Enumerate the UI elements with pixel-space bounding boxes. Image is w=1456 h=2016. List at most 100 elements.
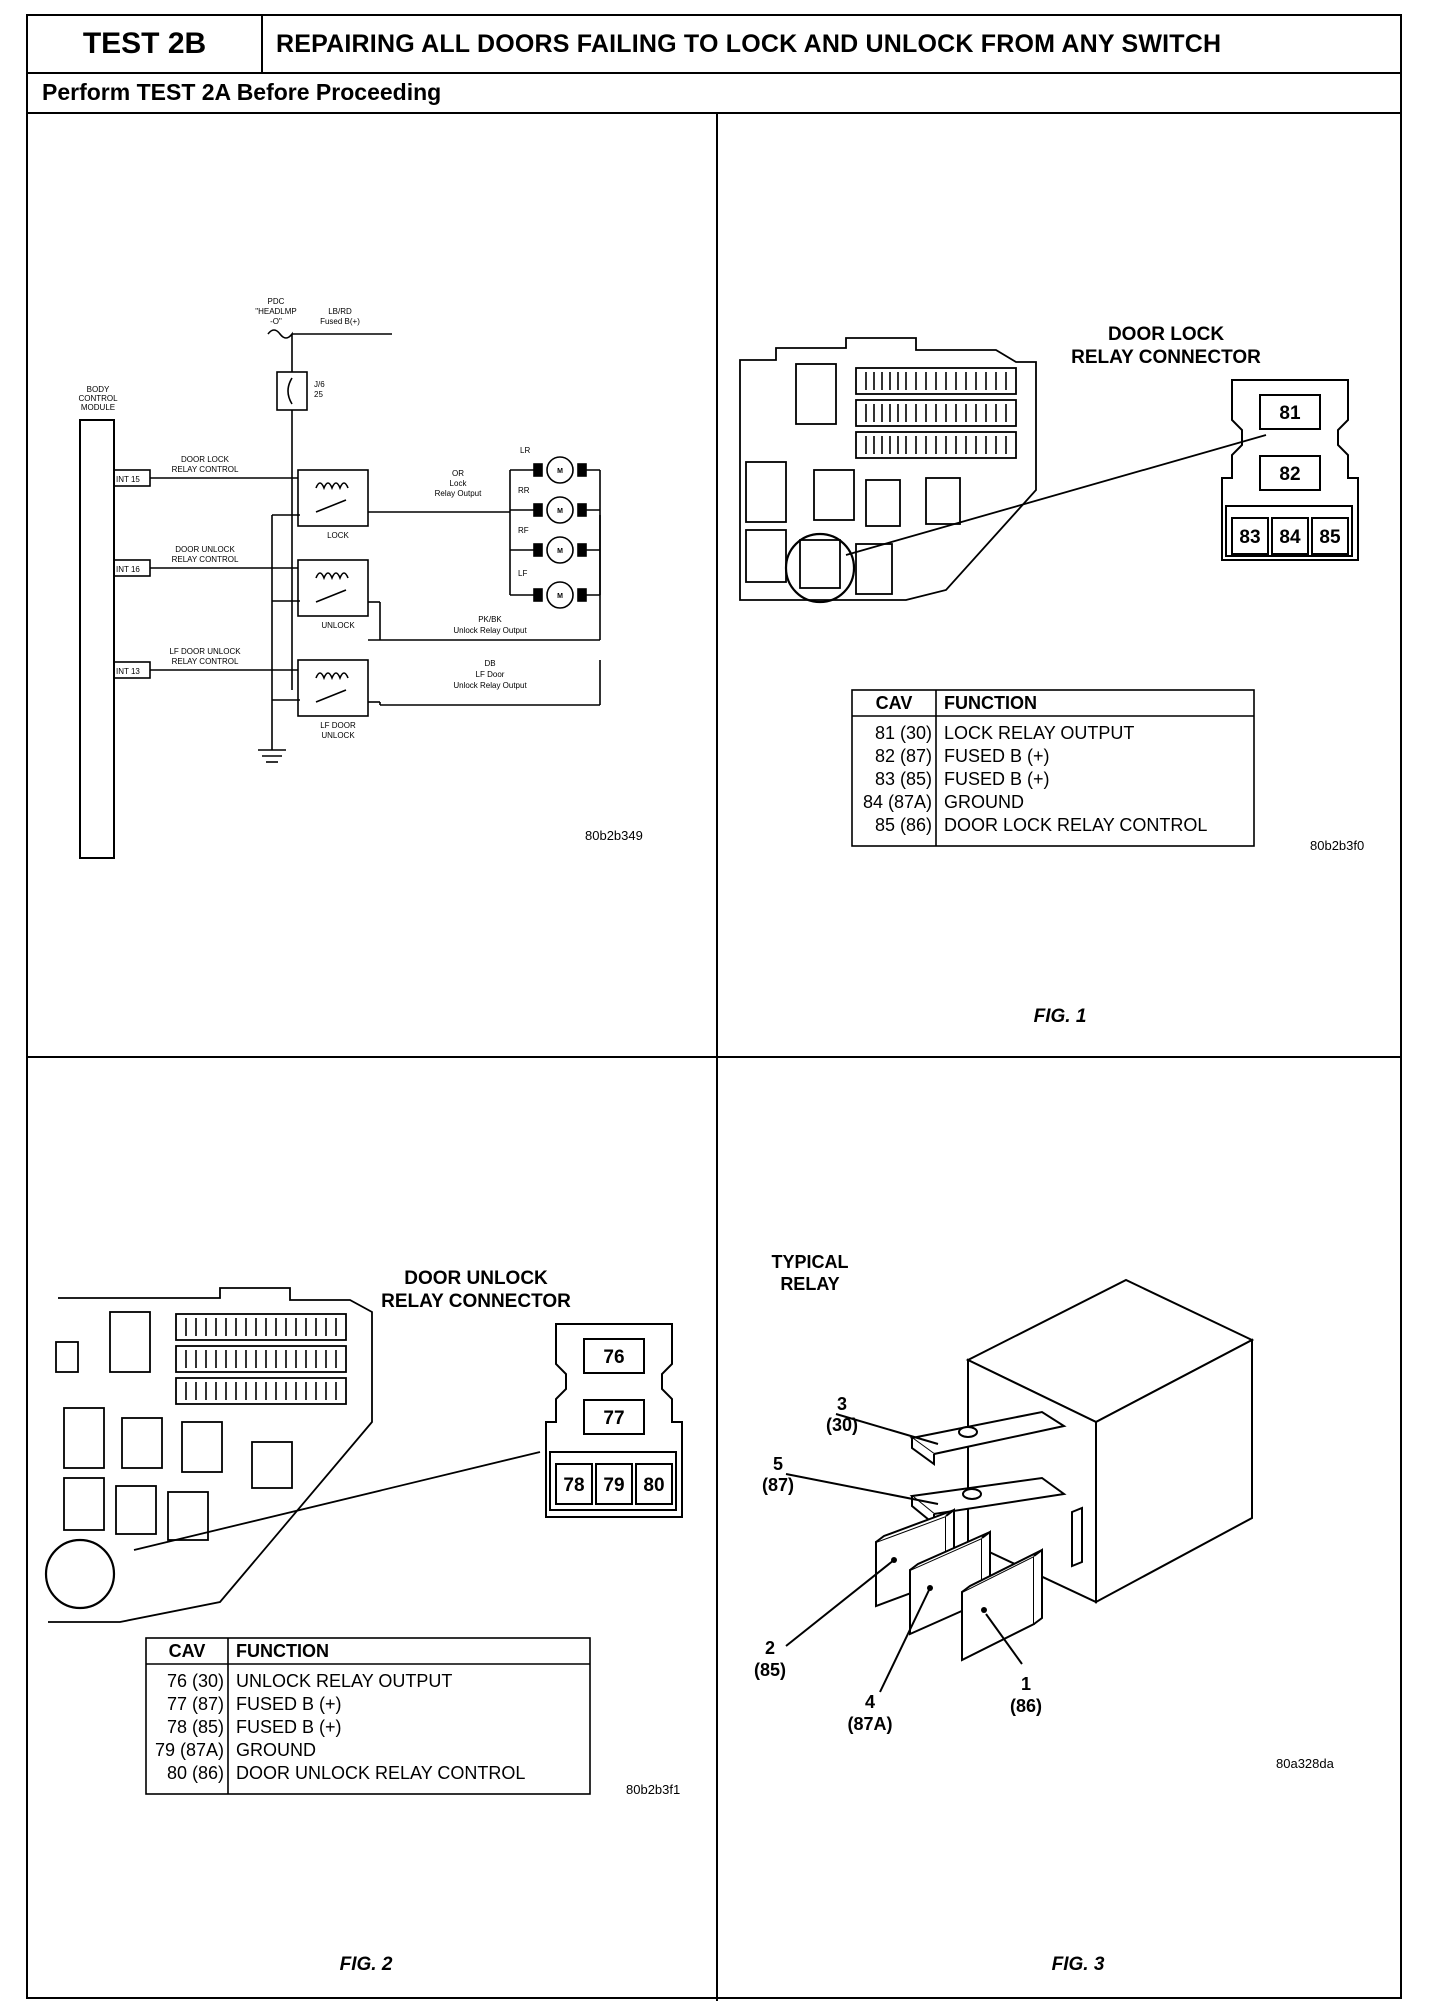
motor-symbol: M <box>557 593 563 600</box>
wire-label: LF Door <box>476 670 505 679</box>
bcm-label: MODULE <box>81 403 115 412</box>
subheader: Perform TEST 2A Before Proceeding <box>28 74 1400 114</box>
wire-label: Lock <box>450 479 468 488</box>
motor-symbol: M <box>557 468 563 475</box>
cav-cell: 79 (87A) <box>155 1740 224 1760</box>
cavity-function-table <box>145 1637 591 1795</box>
cavity-label: 77 <box>603 1408 624 1429</box>
cav-cell: 81 (30) <box>875 723 932 743</box>
bcm-label: BODY <box>87 385 110 394</box>
diagram-ref: 80a328da <box>1276 1756 1335 1771</box>
cavity-78 <box>555 1463 593 1505</box>
relay-title: RELAY <box>780 1274 839 1294</box>
cavity-function-table <box>851 689 1255 847</box>
wire-label: DB <box>484 659 495 668</box>
page-frame: TEST 2B REPAIRING ALL DOORS FAILING TO L… <box>26 14 1402 2001</box>
fig1-door-lock-connector: 81 82 83 84 85 DOOR LOCK RELAY CONNECTOR… <box>739 324 1364 1027</box>
cavity-79 <box>595 1463 633 1505</box>
cavity-label: 83 <box>1239 527 1260 548</box>
cavity-label: 76 <box>603 1347 624 1368</box>
function-cell: DOOR LOCK RELAY CONTROL <box>944 815 1207 835</box>
figure-caption: FIG. 1 <box>1034 1006 1087 1027</box>
cavity-76 <box>583 1338 645 1374</box>
lf-door-unlock-relay <box>297 659 369 717</box>
cav-cell: 76 (30) <box>167 1671 224 1691</box>
function-cell: GROUND <box>944 792 1024 812</box>
motor-rf <box>546 536 574 564</box>
cavity-label: 85 <box>1319 527 1341 548</box>
cavity-80 <box>635 1463 673 1505</box>
fuse-label: 25 <box>314 390 323 399</box>
function-cell: UNLOCK RELAY OUTPUT <box>236 1671 452 1691</box>
diagram-ref: 80b2b3f1 <box>626 1782 680 1797</box>
table-header-cav: CAV <box>876 693 913 713</box>
relay-illustration <box>875 1278 1255 1662</box>
table-header-function: FUNCTION <box>236 1641 329 1661</box>
relay-label: LOCK <box>327 531 349 540</box>
pdc-label: -O" <box>270 317 282 326</box>
motor-lf <box>546 581 574 609</box>
fig2-door-unlock-connector: 76 77 78 79 80 DOOR UNLOCK RELAY CONNECT… <box>44 1268 683 1975</box>
function-cell: FUSED B (+) <box>236 1717 342 1737</box>
motor-symbol: M <box>557 508 563 515</box>
terminal-label: 4 <box>865 1692 875 1712</box>
cavity-84 <box>1271 517 1309 555</box>
motor-label: RR <box>518 486 530 495</box>
cavity-label: 81 <box>1279 403 1301 424</box>
motor-label: RF <box>518 526 529 535</box>
fuse-label: J/6 <box>314 380 325 389</box>
function-cell: LOCK RELAY OUTPUT <box>944 723 1134 743</box>
terminal-label: (85) <box>754 1660 786 1680</box>
cavity-label: 79 <box>603 1475 624 1496</box>
wire-label: PK/BK <box>478 615 502 624</box>
cav-cell: 85 (86) <box>875 815 932 835</box>
diagram-ref: 80b2b349 <box>585 828 643 843</box>
control-label: DOOR LOCK <box>181 455 230 464</box>
cavity-label: 78 <box>563 1475 584 1496</box>
cavity-81 <box>1259 394 1321 430</box>
terminal-label: 3 <box>837 1394 847 1414</box>
motor-lr <box>546 456 574 484</box>
wire-label: OR <box>452 469 464 478</box>
terminal-label: 2 <box>765 1638 775 1658</box>
cavity-label: 84 <box>1279 527 1301 548</box>
fuse-block-illustration <box>44 1287 541 1623</box>
control-label: LF DOOR UNLOCK <box>169 647 241 656</box>
cavity-85 <box>1311 517 1349 555</box>
table-header-function: FUNCTION <box>944 693 1037 713</box>
pin-label: INT 15 <box>116 475 140 484</box>
cav-cell: 82 (87) <box>875 746 932 766</box>
cavity-82 <box>1259 455 1321 491</box>
cav-cell: 80 (86) <box>167 1763 224 1783</box>
function-cell: FUSED B (+) <box>944 769 1050 789</box>
lock-relay <box>297 469 369 527</box>
connector-title: RELAY CONNECTOR <box>381 1291 571 1312</box>
connector-outline <box>545 1323 683 1518</box>
pdc-label: PDC <box>268 297 285 306</box>
feed-wire-label: LB/RD <box>328 307 352 316</box>
terminal-label: (87A) <box>847 1714 892 1734</box>
relay-title: TYPICAL <box>771 1252 848 1272</box>
test-id: TEST 2B <box>28 16 263 72</box>
control-label: DOOR UNLOCK <box>175 545 235 554</box>
cavity-label: 82 <box>1279 464 1300 485</box>
figure-caption: FIG. 2 <box>340 1954 393 1975</box>
connector-highlight-circle <box>44 1538 116 1610</box>
function-cell: DOOR UNLOCK RELAY CONTROL <box>236 1763 525 1783</box>
terminal-label: (30) <box>826 1415 858 1435</box>
terminal-label: (87) <box>762 1475 794 1495</box>
motor-symbol: M <box>557 548 563 555</box>
control-label: RELAY CONTROL <box>172 465 239 474</box>
cavity-83 <box>1231 517 1269 555</box>
relay-label: UNLOCK <box>321 621 355 630</box>
wire-label: Unlock Relay Output <box>453 626 527 635</box>
fig3-typical-relay: TYPICAL RELAY 3 (30) 5 (87) 2 (85) 4 (87… <box>754 1252 1335 1975</box>
connector-title: RELAY CONNECTOR <box>1071 347 1261 368</box>
motor-label: LR <box>520 446 530 455</box>
pdc-label: "HEADLMP <box>255 307 297 316</box>
fuse-j6 <box>276 371 308 411</box>
cav-cell: 84 (87A) <box>863 792 932 812</box>
connector-outline <box>1221 379 1359 561</box>
connector-title: DOOR LOCK <box>1108 324 1224 345</box>
terminal-label: 5 <box>773 1454 783 1474</box>
